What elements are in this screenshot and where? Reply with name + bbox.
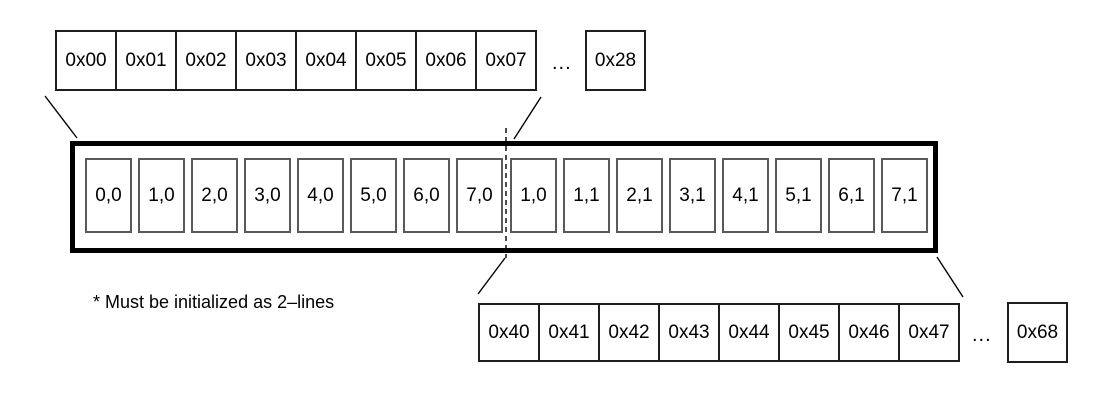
address-cell: 0x45 (778, 303, 840, 362)
buffer-cell: 2,0 (191, 158, 238, 233)
footnote: * Must be initialized as 2–lines (93, 292, 335, 312)
buffer-cell: 6,0 (403, 158, 450, 233)
address-cell: 0x44 (718, 303, 780, 362)
buffer-line-1: 1,0 1,1 2,1 3,1 4,1 5,1 6,1 7,1 (510, 158, 928, 233)
address-row-bottom: 0x40 0x41 0x42 0x43 0x44 0x45 0x46 0x47 (478, 303, 960, 362)
address-cell: 0x41 (538, 303, 600, 362)
address-cell: 0x46 (838, 303, 900, 362)
address-cell-last-bottom: 0x68 (1007, 302, 1068, 363)
buffer-cell: 7,0 (456, 158, 503, 233)
ellipsis-top: ... (552, 52, 572, 74)
address-cell: 0x47 (898, 303, 960, 362)
connector-bottom-left (477, 257, 506, 295)
buffer-cell: 1,1 (563, 158, 610, 233)
ellipsis-bottom: ... (972, 324, 992, 346)
address-cell: 0x04 (295, 30, 357, 91)
address-cell: 0x03 (235, 30, 297, 91)
buffer-cell: 0,0 (85, 158, 132, 233)
connector-top-left (44, 95, 78, 139)
address-cell-last-top: 0x28 (585, 30, 646, 91)
address-cell: 0x05 (355, 30, 417, 91)
address-cell: 0x07 (475, 30, 537, 91)
connector-bottom-right (936, 256, 964, 298)
address-cell: 0x40 (478, 303, 540, 362)
buffer-cell: 5,0 (350, 158, 397, 233)
buffer-cell: 3,0 (244, 158, 291, 233)
buffer-box: 0,0 1,0 2,0 3,0 4,0 5,0 6,0 7,0 1,0 1,1 … (70, 141, 938, 253)
address-row-top: 0x00 0x01 0x02 0x03 0x04 0x05 0x06 0x07 (55, 30, 537, 91)
address-cell: 0x43 (658, 303, 720, 362)
buffer-cell: 4,1 (722, 158, 769, 233)
buffer-cell: 6,1 (828, 158, 875, 233)
address-cell: 0x00 (55, 30, 117, 91)
buffer-cell: 5,1 (775, 158, 822, 233)
buffer-cell: 1,0 (510, 158, 557, 233)
address-cell: 0x01 (115, 30, 177, 91)
connector-top-right (513, 96, 542, 140)
address-cell: 0x06 (415, 30, 477, 91)
address-cell: 0x42 (598, 303, 660, 362)
buffer-line-0: 0,0 1,0 2,0 3,0 4,0 5,0 6,0 7,0 (85, 158, 503, 233)
buffer-cell: 1,0 (138, 158, 185, 233)
buffer-cell: 2,1 (616, 158, 663, 233)
address-cell: 0x02 (175, 30, 237, 91)
buffer-cell: 4,0 (297, 158, 344, 233)
buffer-cell: 3,1 (669, 158, 716, 233)
buffer-cell: 7,1 (881, 158, 928, 233)
